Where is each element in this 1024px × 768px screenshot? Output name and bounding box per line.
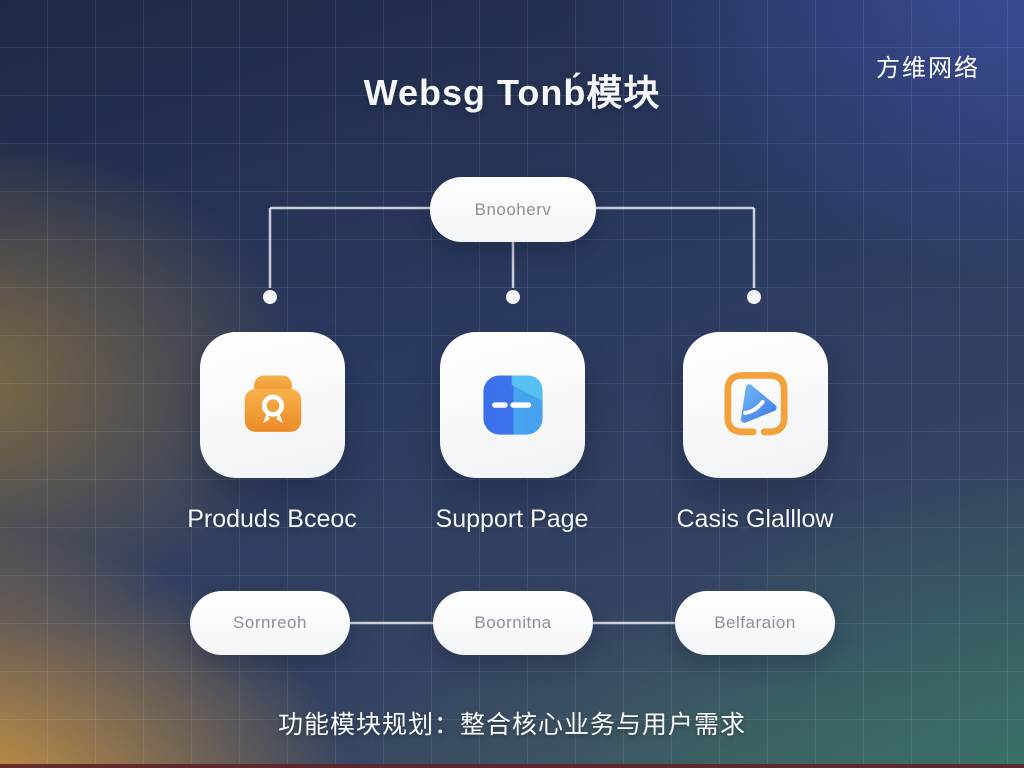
module-label-cases: Casis Glalllow: [676, 505, 834, 533]
module-card-products: [200, 332, 345, 478]
sub-node-1: Sornreoh: [190, 591, 350, 655]
sub-node-3-label: Belfaraion: [714, 613, 796, 632]
module-card-support: [440, 332, 585, 478]
module-label-support: Support Page: [435, 505, 589, 533]
module-label-products: Produds Bceoc: [187, 505, 357, 533]
caption-text: 功能模块规划：整合核心业务与用户需求: [277, 711, 746, 739]
sub-node-1-label: Sornreoh: [233, 613, 307, 632]
briefcase-award-icon: [244, 375, 301, 432]
sub-node-2-label: Boornitna: [474, 613, 552, 632]
diagram-title: Websg Tonb́模块: [363, 72, 661, 113]
connector-dot-left: [263, 290, 277, 304]
chat-dash-icon: [482, 375, 543, 435]
module-card-cases: [683, 332, 828, 478]
root-node: Bnooherv: [430, 177, 596, 242]
sub-node-2: Boornitna: [433, 591, 593, 655]
connector-dot-right: [747, 290, 761, 304]
root-node-label: Bnooherv: [474, 199, 552, 219]
bottom-edge-strip: [0, 764, 1024, 768]
connector-dot-middle: [506, 290, 520, 304]
video-play-icon: [723, 372, 788, 436]
brand-watermark: 方维网络: [876, 55, 980, 82]
sub-node-3: Belfaraion: [675, 591, 835, 655]
